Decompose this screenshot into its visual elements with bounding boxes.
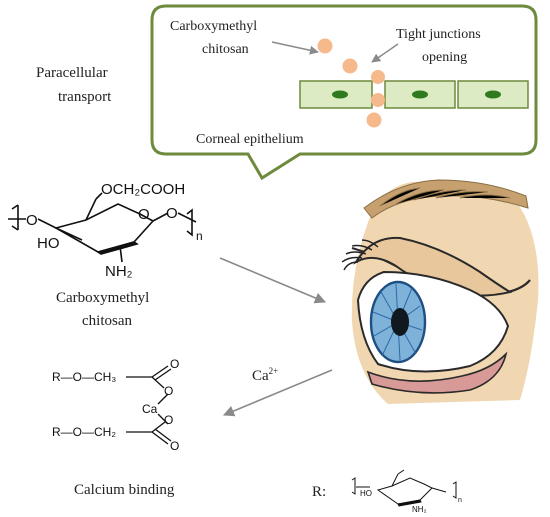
cmc-name-line1: Carboxymethyl	[56, 290, 149, 306]
cell-nucleus-1	[332, 90, 348, 99]
pupil	[391, 308, 409, 336]
bottom-ester-oxygen: O	[164, 413, 173, 427]
cmc-ring-oxygen: O	[138, 206, 150, 223]
calcium-binding-structure	[126, 365, 172, 445]
epithelial-cell-2	[384, 80, 456, 109]
tj-label-line2: opening	[422, 50, 467, 65]
paracellular-label-line2: transport	[58, 89, 112, 105]
corneal-epithelium-label: Corneal epithelium	[196, 132, 304, 147]
r-group-nh2: NH₂	[412, 505, 427, 514]
cmc-name-line2: chitosan	[82, 313, 132, 329]
cmc-right-oxygen: O	[166, 205, 178, 222]
tj-pointer-arrow	[371, 43, 399, 63]
upper-eyelid	[353, 236, 513, 297]
cmc-repeat-n: n	[196, 229, 203, 243]
bracket-left	[11, 204, 19, 231]
tj-label-line1: Tight junctions	[396, 27, 481, 42]
eye-illustration	[341, 179, 539, 404]
lower-eyelid	[366, 351, 508, 394]
cell-nucleus-2	[412, 90, 428, 99]
r-group-structure	[351, 469, 457, 507]
epithelium-cells	[299, 80, 529, 109]
particle	[342, 58, 358, 74]
top-ester-oxygen: O	[164, 384, 173, 398]
particle	[366, 112, 382, 128]
particle	[371, 70, 385, 84]
cmc-structure	[8, 192, 197, 263]
particle	[371, 93, 385, 107]
arrow-to-calcium	[222, 369, 333, 417]
top-ester-chain: R—O—CH₃	[52, 370, 116, 384]
calcium-atom: Ca	[142, 402, 158, 416]
cmc-left-oxygen: O	[26, 212, 38, 229]
r-group-ho: HO	[360, 489, 372, 498]
cmc-pointer-arrow	[271, 41, 319, 55]
cmc-callout-label-line2: chitosan	[202, 42, 249, 57]
cell-nucleus-3	[485, 90, 501, 99]
r-group-repeat-n: n	[458, 497, 462, 504]
cmc-nh2-label: NH₂	[105, 263, 133, 280]
eyebrow-strokes	[379, 187, 511, 207]
calcium-ion-label: Ca2+	[252, 366, 278, 384]
arrow-to-eye	[219, 257, 327, 304]
eyelashes	[341, 239, 379, 271]
r-group-label: R:	[312, 484, 326, 500]
calcium-binding-label: Calcium binding	[74, 482, 175, 498]
bottom-carbonyl-oxygen: O	[170, 439, 179, 453]
cmc-ho-label: HO	[37, 235, 60, 252]
bracket-right	[186, 208, 193, 237]
particle	[317, 38, 333, 54]
top-carbonyl-oxygen: O	[170, 357, 179, 371]
paracellular-label-line1: Paracellular	[36, 65, 108, 81]
cmc-substituent-label: OCH₂COOH	[101, 181, 185, 198]
bottom-ester-chain: R—O—CH₂	[52, 425, 116, 439]
chitosan-particles	[317, 38, 385, 128]
cmc-callout-label-line1: Carboxymethyl	[170, 19, 257, 34]
